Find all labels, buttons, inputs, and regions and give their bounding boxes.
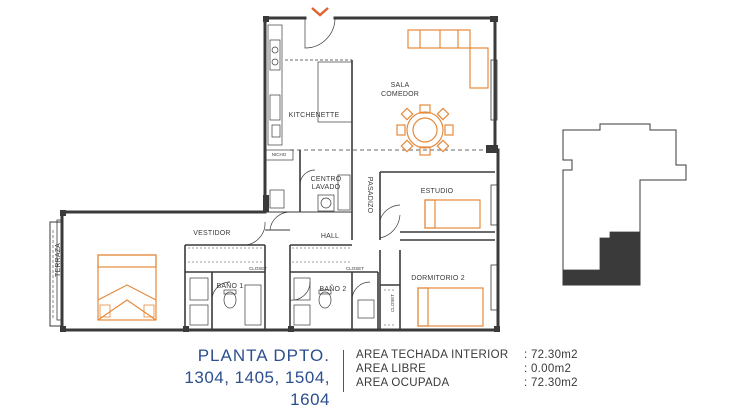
living-furniture bbox=[396, 29, 489, 156]
dormitorio2-furniture bbox=[417, 287, 484, 327]
key-plan bbox=[562, 123, 687, 286]
estudio-furniture bbox=[424, 199, 481, 229]
label-bano1: BAÑO 1 bbox=[217, 281, 244, 290]
vestidor-closet bbox=[188, 247, 396, 326]
area-label: AREA LIBRE bbox=[356, 363, 427, 375]
area-value: : 72.30m2 bbox=[524, 349, 578, 361]
area-table: AREA TECHADA INTERIOR : 72.30m2 AREA LIB… bbox=[356, 348, 578, 390]
structural-columns bbox=[60, 16, 500, 332]
unit-title: PLANTA DPTO. 1304, 1405, 1504, 1604 bbox=[150, 345, 330, 411]
label-bano2: BAÑO 2 bbox=[320, 284, 347, 293]
master-bed bbox=[97, 254, 157, 321]
caption-divider bbox=[343, 350, 344, 392]
label-closet-3: CLOSET bbox=[390, 294, 395, 312]
label-vestidor: VESTIDOR bbox=[193, 230, 230, 237]
entry-arrow-icon bbox=[311, 7, 329, 17]
label-estudio: ESTUDIO bbox=[421, 188, 454, 195]
area-value: : 72.30m2 bbox=[524, 377, 578, 389]
label-nicho: NICHO bbox=[272, 152, 287, 157]
bathroom-fixtures bbox=[189, 277, 375, 326]
unit-title-line1: PLANTA DPTO. bbox=[197, 346, 330, 365]
unit-numbers: 1304, 1405, 1504, 1604 bbox=[184, 368, 330, 409]
key-plan-highlight bbox=[562, 231, 641, 286]
label-closet-1: CLOSET bbox=[249, 266, 267, 271]
area-row: AREA LIBRE : 0.00m2 bbox=[356, 362, 578, 376]
label-terraza: TERRAZA bbox=[55, 243, 62, 277]
label-hall: HALL bbox=[321, 233, 339, 240]
laundry-fixtures bbox=[269, 174, 351, 212]
label-comedor: COMEDOR bbox=[381, 91, 419, 98]
area-row: AREA TECHADA INTERIOR : 72.30m2 bbox=[356, 348, 578, 362]
kitchenette-fixtures bbox=[264, 24, 353, 161]
area-value: : 0.00m2 bbox=[524, 363, 572, 375]
area-row: AREA OCUPADA : 72.30m2 bbox=[356, 376, 578, 390]
area-label: AREA OCUPADA bbox=[356, 377, 450, 389]
label-closet-2: CLOSET bbox=[346, 266, 364, 271]
label-pasadizo: PASADIZO bbox=[366, 177, 373, 214]
label-kitchenette: KITCHENETTE bbox=[289, 112, 340, 119]
label-sala: SALA bbox=[391, 82, 410, 89]
area-label: AREA TECHADA INTERIOR bbox=[356, 349, 509, 361]
label-lavado: LAVADO bbox=[312, 184, 341, 191]
label-dormitorio2: DORMITORIO 2 bbox=[411, 275, 465, 282]
windows bbox=[56, 59, 498, 321]
label-centro: CENTRO bbox=[311, 176, 342, 183]
